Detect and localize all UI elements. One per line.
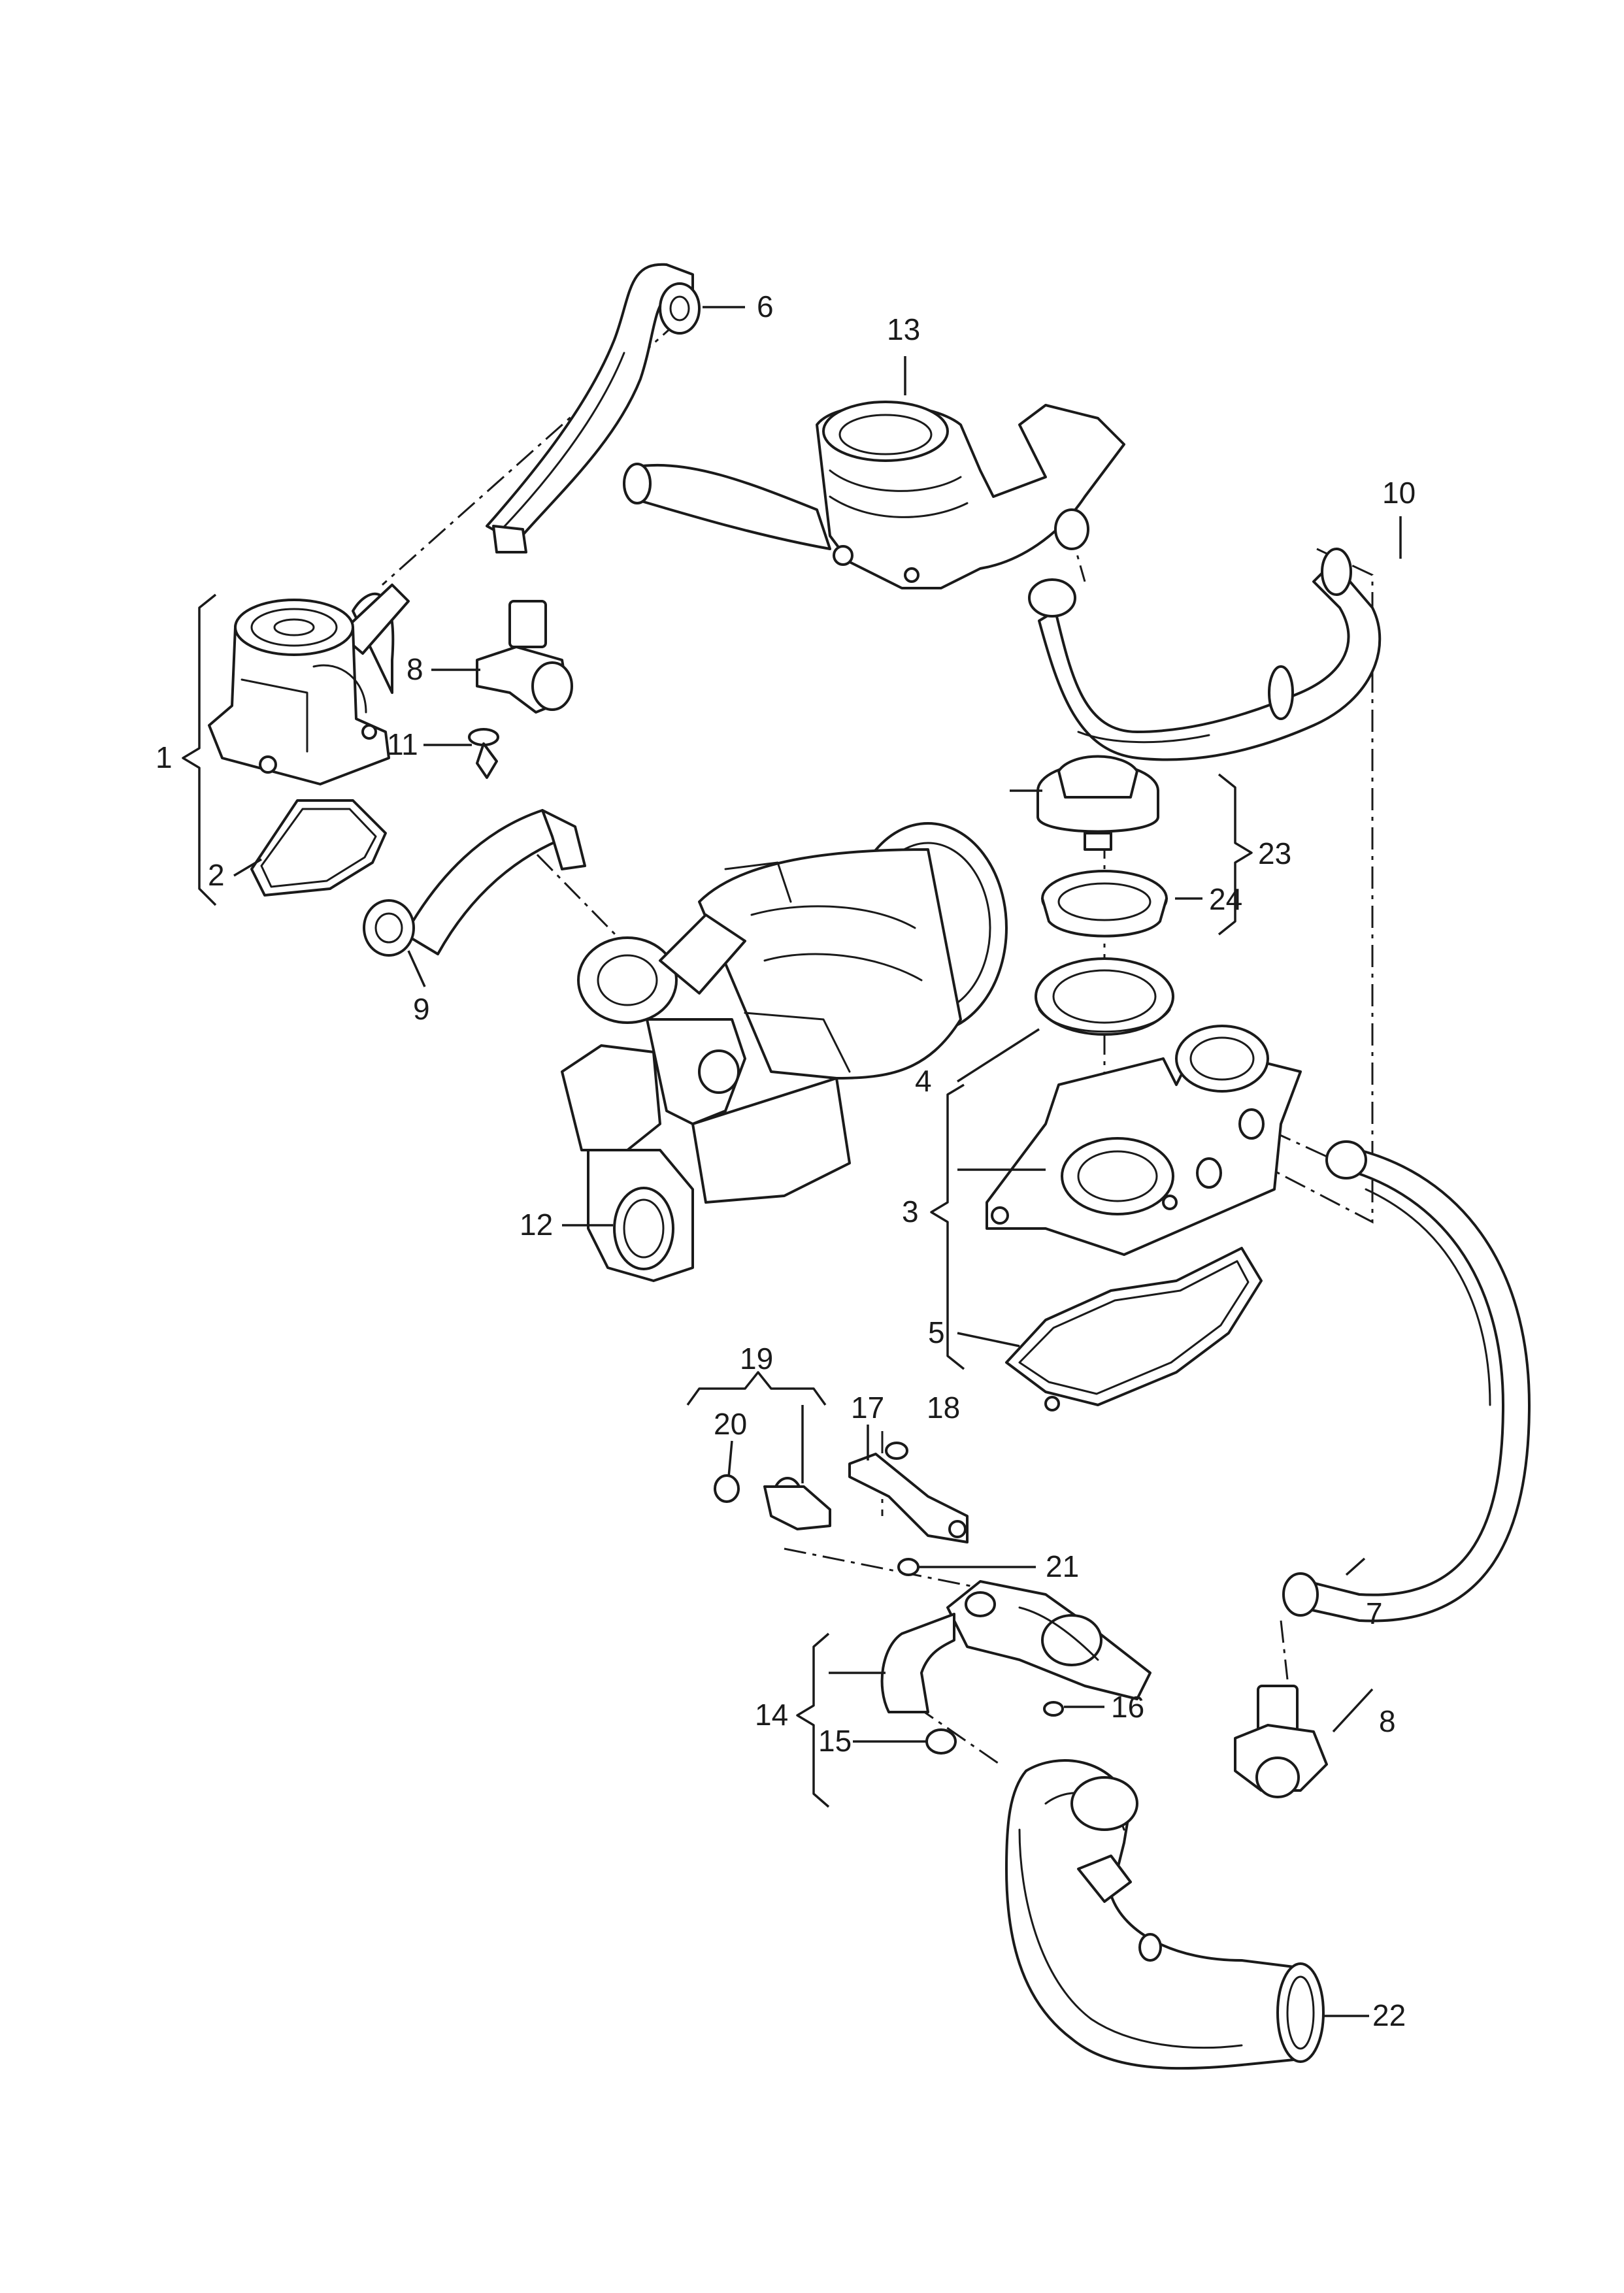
callout-17: 17 — [851, 1391, 884, 1425]
brace-1 — [182, 593, 217, 906]
callout-15: 15 — [818, 1724, 852, 1758]
callout-7: 7 — [1366, 1596, 1383, 1630]
hose-9 — [363, 809, 586, 957]
callout-22: 22 — [1372, 1998, 1406, 2032]
callout-3: 3 — [902, 1195, 919, 1229]
callout-9: 9 — [413, 992, 430, 1026]
callout-18: 18 — [927, 1391, 960, 1425]
bolt-21 — [897, 1558, 920, 1576]
brace-14 — [796, 1632, 830, 1808]
oil-separator-3 — [986, 1025, 1302, 1256]
diaphragm-24 — [1041, 870, 1168, 938]
gasket-2 — [250, 799, 387, 897]
seal-ring-4 — [1035, 957, 1174, 1036]
callout-8-bottom: 8 — [1379, 1704, 1396, 1738]
callout-6: 6 — [757, 289, 774, 323]
turbocharger-12 — [561, 822, 1008, 1282]
connector-8-bottom — [1234, 1685, 1328, 1798]
callout-24: 24 — [1209, 882, 1242, 916]
callout-5: 5 — [928, 1315, 945, 1349]
brace-19 — [686, 1371, 827, 1406]
connector-8-top — [476, 600, 573, 714]
bolt-18 — [885, 1442, 908, 1460]
callout-21: 21 — [1046, 1549, 1079, 1583]
leader-lines — [233, 306, 1402, 2017]
brace-3 — [930, 1083, 965, 1370]
brace-23 — [1218, 773, 1253, 936]
callout-8-top: 8 — [406, 652, 423, 686]
valve-hose-14 — [880, 1580, 1152, 1713]
fitting-19-20 — [714, 1474, 831, 1530]
oil-separator-1 — [208, 584, 410, 785]
intake-pipe-13 — [623, 401, 1125, 589]
hose-upper-6 — [486, 263, 701, 553]
callout-11: 11 — [387, 727, 418, 761]
bracket-17 — [848, 1453, 969, 1543]
hose-long-7 — [1282, 1140, 1531, 1623]
callout-23: 23 — [1258, 836, 1291, 870]
callout-16: 16 — [1111, 1690, 1144, 1724]
clamp-15 — [925, 1728, 957, 1755]
callout-13: 13 — [887, 312, 920, 346]
gasket-5 — [1005, 1247, 1263, 1411]
callout-labels: 1 2 3 4 5 6 7 8 8 9 10 11 12 13 14 15 16… — [156, 289, 1416, 2032]
intake-pipe-22 — [1005, 1759, 1325, 2070]
callout-1: 1 — [156, 740, 173, 774]
cap-23 — [1036, 755, 1159, 851]
screw-11 — [468, 728, 499, 779]
callout-19: 19 — [740, 1342, 773, 1376]
hose-right-10 — [1028, 548, 1382, 761]
callout-2: 2 — [208, 858, 225, 892]
callout-14: 14 — [755, 1698, 788, 1732]
braces — [182, 593, 1253, 1808]
screw-16 — [1043, 1701, 1064, 1717]
callout-10: 10 — [1382, 476, 1416, 510]
callout-4: 4 — [915, 1064, 932, 1098]
callout-12: 12 — [520, 1208, 553, 1242]
callout-20: 20 — [714, 1407, 747, 1441]
